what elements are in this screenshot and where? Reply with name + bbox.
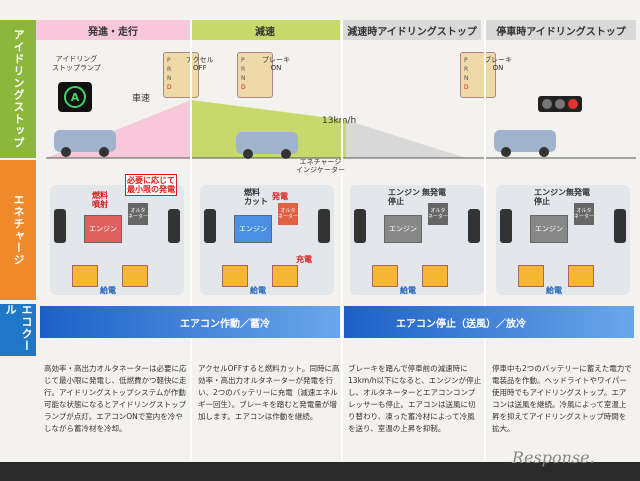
phase-header-4: 停車時アイドリングストップ [486,20,636,40]
engine-label: エンジン [84,215,122,243]
battery-icon [372,265,398,287]
car-icon-decel [236,132,298,159]
description-3: ブレーキを踏んで停車前の減速時に13km/h以下になると、エンジンが停止し、オル… [348,364,482,433]
gear-label-brake-on: ブレーキ ON [262,56,290,72]
energy-stage-decel-stop: エンジン オルタ ネーター 給電 [350,185,484,295]
battery-icon [422,265,448,287]
alternator-label: オルタ ネーター [128,203,148,225]
gear-position-label: D [167,84,172,91]
indicator-label: エネチャージ インジケーター [296,158,345,174]
ecool-band-ac-on-label: エアコン作動／蓄冷 [180,318,270,330]
supply-label: 給電 [546,286,562,295]
engine-stop-label: エンジン 停止 [388,188,420,206]
ecool-band-ac-off: エアコン停止（送風）／放冷 [344,306,634,338]
supply-label: 給電 [100,286,116,295]
supply-label: 給電 [250,286,266,295]
row-label-idle-stop: アイドリングストップ [0,20,36,158]
gear-position-label: N [241,75,246,82]
gear-position-label: P [167,57,171,64]
battery-icon [222,265,248,287]
column-separator [190,20,192,460]
ecool-band-ac-off-label: エアコン停止（送風）／放冷 [396,318,526,330]
battery-icon [518,265,544,287]
min-gen-label: 必要に応じて 最小限の発電 [125,174,177,196]
idle-stop-lamp-icon: A [58,82,92,112]
gear-position-label: R [167,66,172,73]
gear-position-label: N [464,75,469,82]
gear-position-label: D [241,84,246,91]
battery-icon [72,265,98,287]
row-label-ecool: エコクール [0,304,36,356]
car-icon [54,130,116,157]
description-2: アクセルOFFすると燃料カット。同時に高効率・高出力オルタネーターが発電を行い、… [198,364,340,421]
phase-header-2: 減速 [190,20,340,40]
engine-label: エンジン [234,215,272,243]
alternator-label: オルタ ネーター [574,203,594,225]
no-gen-label: 無発電 [566,188,590,197]
alternator-label: オルタ ネーター [428,203,448,225]
battery-icon [122,265,148,287]
gen-label: 発電 [272,192,288,201]
engine-stop-label: エンジン 停止 [534,188,566,206]
ecool-band-ac-on: エアコン作動／蓄冷 [40,306,340,338]
gear-position-label: P [464,57,468,64]
energy-stage-decel: エンジン オルタ ネーター 給電 充電 [200,185,334,295]
no-gen-label: 無発電 [422,188,446,197]
speed-label: 車速 [132,94,151,104]
fuel-inject-label: 燃料 噴射 [92,191,108,209]
energy-stage-drive: エンジン オルタ ネーター 給電 [50,185,184,295]
battery-icon [568,265,594,287]
gear-label-accel-off: アクセル OFF [186,56,214,72]
car-icon-stopped [494,130,556,157]
gear-position-label: N [167,75,172,82]
diagram-panel: アイドリングストップ エネチャージ エコクール 発進・走行 減速 減速時アイドリ… [0,0,640,462]
engine-label: エンジン [530,215,568,243]
description-4: 停車中も2つのバッテリーに蓄えた電力で電装品を作動。ヘッドライトやワイパー使用時… [492,364,632,433]
phase-header-1: 発進・走行 [36,20,190,40]
energy-stage-stopped: エンジン オルタ ネーター 給電 [496,185,630,295]
gear-position-label: R [241,66,246,73]
gear-label-brake-on-2: ブレーキ ON [484,56,512,72]
fuel-cut-label: 燃料 カット [244,188,268,206]
gear-position-label: R [464,66,469,73]
svg-text:A: A [71,91,80,104]
gear-position-label: P [241,57,245,64]
charge-label: 充電 [296,255,312,264]
speed-value: 13km/h [322,116,357,126]
watermark: Response. [512,448,595,467]
idle-stop-lamp-label: アイドリング ストップランプ [52,55,101,72]
battery-icon [272,265,298,287]
column-separator [484,20,486,460]
phase-header-3: 減速時アイドリングストップ [343,20,481,40]
supply-label: 給電 [400,286,416,295]
traffic-light-icon [538,96,582,112]
row-label-energy: エネチャージ [0,160,36,300]
description-1: 高効率・高出力オルタネーターは必要に応じて最小限に発電し、低燃費かつ軽快に走行。… [44,364,187,433]
engine-label: エンジン [384,215,422,243]
alternator-label: オルタ ネーター [278,203,298,225]
column-separator [341,20,343,460]
gear-position-label: D [464,84,469,91]
